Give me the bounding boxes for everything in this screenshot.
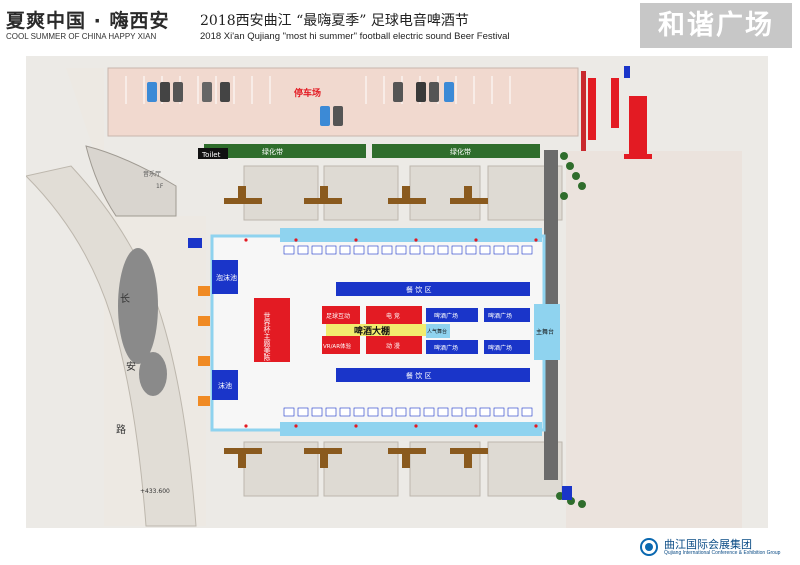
boundary-line <box>581 71 586 151</box>
parking-label: 停车场 <box>294 87 321 99</box>
logo-name-en: Qujiang International Conference & Exhib… <box>664 550 781 556</box>
title-en: COOL SUMMER OF CHINA HAPPY XIAN <box>6 32 157 41</box>
footer-logo: 曲江国际会展集团 Qujiang International Conferenc… <box>640 536 790 560</box>
vr-zone-label: VR/AR体验 <box>323 342 352 350</box>
concert-hall <box>85 145 177 217</box>
path-markers <box>244 238 538 428</box>
foam-pool-top-label: 泡沫池 <box>216 273 237 282</box>
beer-square-2 <box>484 308 530 322</box>
kiosk-left <box>188 238 202 248</box>
beer-square-4 <box>484 340 530 354</box>
toilet-label: Toilet <box>201 151 221 159</box>
group-logo-icon <box>640 538 658 556</box>
road-char-2: 安 <box>126 360 136 373</box>
foam-pool-bottom-label: 沫池 <box>218 381 232 390</box>
red-stall-column-1 <box>588 78 596 140</box>
event-title-en: 2018 Xi'an Qujiang "most hi summer" foot… <box>200 31 510 42</box>
beer-square-4-label: 啤酒广场 <box>488 344 512 352</box>
dining-area-bottom <box>336 368 530 382</box>
left-orange-stairs <box>198 286 210 406</box>
bottom-tent-frames <box>224 448 488 468</box>
beer-tent-label: 啤酒大棚 <box>354 325 390 337</box>
green-belt-right <box>372 144 540 158</box>
football-zone <box>322 306 360 324</box>
vr-zone <box>322 336 360 354</box>
blue-kiosk <box>624 66 630 78</box>
world-cup-display <box>254 298 290 362</box>
right-plaza <box>566 151 742 528</box>
road-char-1: 长 <box>120 293 130 305</box>
red-stall-bar <box>624 154 652 159</box>
toilet-sign <box>198 148 228 159</box>
dining-area-top <box>336 282 530 296</box>
green-belt-left-label: 绿化带 <box>262 147 283 156</box>
elevation-label: +433.600 <box>140 488 170 495</box>
title-cn: 夏爽中国 · 嗨西安 <box>6 10 170 32</box>
esports-zone <box>366 306 422 324</box>
beer-square-1-label: 啤酒广场 <box>434 312 458 320</box>
stall-row-bottom-outer <box>280 422 542 436</box>
anime-zone <box>366 336 422 354</box>
tree-cluster-top <box>118 248 158 364</box>
world-cup-label: 世界杯主题美陈 <box>263 311 271 362</box>
top-tent-frames <box>224 186 488 204</box>
booth-grid-bottom <box>283 407 533 417</box>
stall-row-top-outer <box>280 228 542 242</box>
concert-hall-floor: 1F <box>156 183 164 190</box>
red-stall-column-2 <box>611 78 619 128</box>
site-map: 停车场 绿化带 绿化带 Toilet 音乐厅 1F 长 安 路 +433.600 <box>26 56 768 528</box>
foam-pool-top <box>212 260 238 294</box>
green-belt-right-label: 绿化带 <box>450 147 471 156</box>
right-hedge <box>556 152 586 508</box>
dining-area-bottom-label: 餐 饮 区 <box>406 371 431 380</box>
dining-area-top-label: 餐 饮 区 <box>406 285 431 294</box>
beer-square-3 <box>426 340 478 354</box>
anime-zone-label: 动 漫 <box>386 342 400 350</box>
beer-tent <box>326 324 426 336</box>
red-stall-column-3 <box>629 96 647 156</box>
cars <box>147 82 454 126</box>
main-stage-label: 主舞台 <box>536 328 554 336</box>
beer-square-3-label: 啤酒广场 <box>434 344 458 352</box>
main-stage <box>534 304 560 360</box>
beer-square-2-label: 啤酒广场 <box>488 312 512 320</box>
concert-hall-label: 音乐厅 <box>143 170 161 178</box>
booth-grid-top <box>283 245 533 255</box>
beer-square-1 <box>426 308 478 322</box>
dance-stage <box>426 324 450 338</box>
green-belt-left <box>204 144 366 158</box>
parking-lot <box>107 67 579 137</box>
esports-zone-label: 电 竞 <box>386 312 400 320</box>
dance-stage-label: 人气舞台 <box>427 328 447 335</box>
road-char-3: 路 <box>116 423 126 436</box>
football-zone-label: 足球互动 <box>326 312 350 320</box>
event-title-cn: 2018西安曲江 “最嗨夏季” 足球电音啤酒节 <box>200 13 469 29</box>
kiosk-bottom <box>562 486 572 500</box>
foam-pool-bottom <box>212 370 238 400</box>
logo-name-cn: 曲江国际会展集团 <box>664 538 752 551</box>
header: 夏爽中国 · 嗨西安 COOL SUMMER OF CHINA HAPPY XI… <box>0 0 800 50</box>
tree-cluster-bottom <box>139 352 167 396</box>
area-badge: 和谐广场 <box>640 3 792 48</box>
